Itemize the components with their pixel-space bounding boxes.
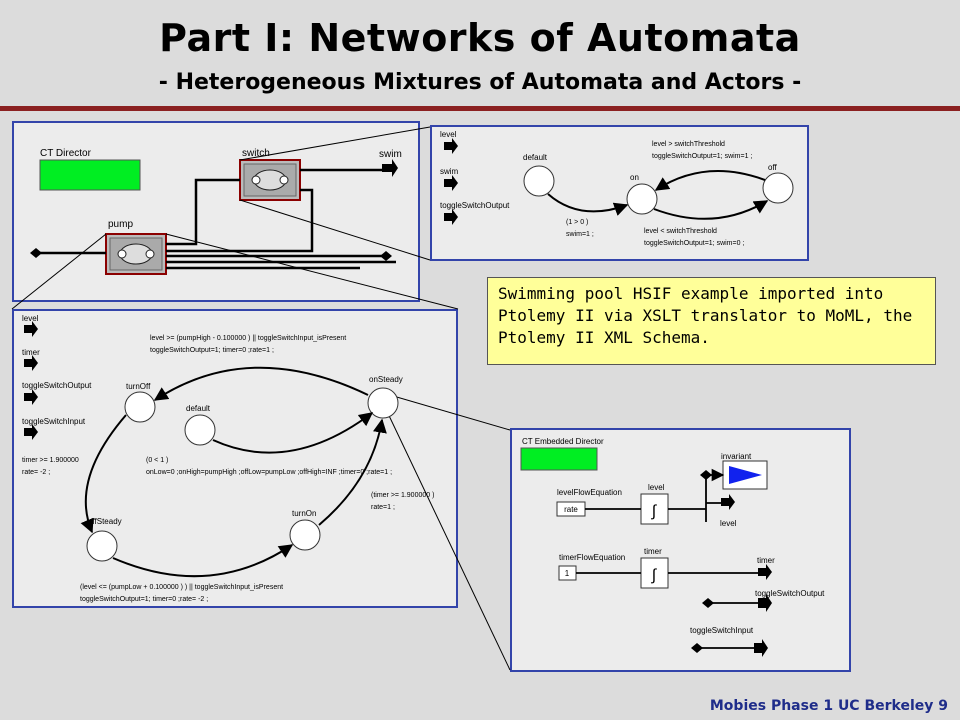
- switch-state-on[interactable]: [626, 183, 658, 215]
- toggle-output-port-icon: [444, 209, 458, 225]
- swim-input-port-icon: [444, 175, 458, 191]
- level-out-port-icon: [721, 494, 735, 510]
- pump-state-onsteady-label: onSteady: [369, 375, 403, 384]
- svg-text:timer: timer: [22, 348, 40, 357]
- timer-out-port-icon: [758, 564, 772, 580]
- svg-text:swim: swim: [440, 167, 459, 176]
- pump-state-default[interactable]: [184, 414, 216, 446]
- level-out-label: level: [720, 519, 737, 528]
- pump-guard-right-1: (timer >= 1.900000 ): [371, 492, 434, 499]
- swim-port-label: swim: [379, 149, 402, 160]
- pump-guard-bottom-2: toggleSwitchOutput=1; timer=0 ;rate= -2 …: [80, 596, 208, 603]
- pump-transitions: [80, 366, 387, 578]
- svg-text:level: level: [440, 130, 457, 139]
- guard-on-1: level < switchThreshold: [644, 228, 717, 235]
- pump-guard-init-2: onLow=0 ;onHigh=pumpHigh ;offLow=pumpLow…: [146, 469, 392, 476]
- timer-integral-icon: ∫: [651, 567, 658, 584]
- title-rule: [0, 106, 960, 111]
- pump-guard-left-1: timer >= 1.900000: [22, 457, 79, 464]
- slide-subtitle: - Heterogeneous Mixtures of Automata and…: [158, 70, 802, 95]
- timer-integrator[interactable]: [640, 557, 669, 589]
- note-box: Swimming pool HSIF example imported into…: [487, 277, 936, 365]
- switch-transitions: [547, 170, 769, 220]
- slide-title: Part I: Networks of Automata: [159, 16, 801, 60]
- pump-guard-left-2: rate= -2 ;: [22, 469, 50, 476]
- pump-actor-label: pump: [108, 219, 133, 230]
- timer-out-label: timer: [757, 556, 775, 565]
- top-model-panel: [12, 121, 420, 302]
- pump-state-turnon[interactable]: [289, 519, 321, 551]
- switch-actor[interactable]: [239, 159, 301, 201]
- pump-timer-port-icon: [24, 355, 38, 371]
- ct-director-label: CT Director: [40, 148, 92, 159]
- toggle-out-diamond-icon: [702, 598, 714, 608]
- top-left-diamond-icon: [30, 248, 42, 258]
- guard-on-2: toggleSwitchOutput=1; swim=0 ;: [644, 240, 744, 247]
- timer-const-label: 1: [565, 569, 570, 578]
- zoom-lines: [11, 126, 511, 671]
- switch-state-off[interactable]: [762, 172, 794, 204]
- embedded-director-block[interactable]: [520, 447, 598, 471]
- state-off-label: off: [768, 163, 778, 172]
- timer-eq-label: timerFlowEquation: [559, 553, 625, 562]
- level-port-icon: [444, 138, 458, 154]
- pump-toggle-input-icon: [24, 424, 38, 440]
- invariant-triangle-icon: [729, 466, 762, 484]
- pump-state-onsteady[interactable]: [367, 387, 399, 419]
- pump-guard-init-1: (0 < 1 ): [146, 457, 168, 464]
- svg-text:toggleSwitchOutput: toggleSwitchOutput: [440, 201, 510, 210]
- guard-init-1: (1 > 0 ): [566, 219, 588, 226]
- pump-actor[interactable]: [105, 233, 167, 275]
- pump-state-offsteady[interactable]: [86, 530, 118, 562]
- pump-toggle-output-icon: [24, 389, 38, 405]
- state-on-label: on: [630, 173, 639, 182]
- embedded-director-label: CT Embedded Director: [522, 437, 604, 446]
- embedded-timer-wires: [576, 572, 758, 649]
- toggle-out-port-icon: [758, 594, 772, 612]
- pump-fsm-panel: [12, 309, 458, 608]
- level-integrator[interactable]: [640, 493, 669, 525]
- toggle-out-label: toggleSwitchOutput: [755, 589, 825, 598]
- pump-fsm-ports: level timer toggleSwitchOutput toggleSwi…: [22, 314, 92, 440]
- pump-state-turnon-label: turnOn: [292, 509, 316, 518]
- pump-state-offsteady-label: offSteady: [88, 517, 122, 526]
- pump-guard-right-2: rate=1 ;: [371, 504, 395, 511]
- pump-state-turnoff[interactable]: [124, 391, 156, 423]
- toggle-in-label: toggleSwitchInput: [690, 626, 754, 635]
- svg-text:toggleSwitchOutput: toggleSwitchOutput: [22, 381, 92, 390]
- footer: Mobies Phase 1 UC Berkeley 9: [709, 698, 948, 714]
- toggle-in-port-icon: [754, 639, 768, 657]
- svg-text:toggleSwitchInput: toggleSwitchInput: [22, 417, 86, 426]
- state-default-label: default: [523, 153, 548, 162]
- switch-fsm-ports: level swim toggleSwitchOutput: [440, 130, 510, 225]
- pump-state-default-label: default: [186, 404, 211, 413]
- level-eq-label: levelFlowEquation: [557, 488, 622, 497]
- top-right-diamond-icon: [380, 251, 392, 261]
- pump-level-port-icon: [24, 321, 38, 337]
- pump-guard-top-2: toggleSwitchOutput=1; timer=0 ;rate=1 ;: [150, 347, 274, 354]
- integral-icon: ∫: [651, 503, 658, 520]
- level-relation-icon: [700, 470, 712, 480]
- pump-guard-bottom-1: (level <= (pumpLow + 0.100000 ) ) || tog…: [80, 584, 283, 591]
- top-model-wires: [36, 168, 396, 270]
- switch-actor-label: switch: [242, 148, 270, 159]
- switch-state-default[interactable]: [523, 165, 555, 197]
- rate-const-label: rate: [564, 505, 578, 514]
- switch-fsm-panel: [430, 125, 809, 261]
- guard-off-1: level > switchThreshold: [652, 141, 725, 148]
- svg-text:level: level: [22, 314, 39, 323]
- pump-state-turnoff-label: turnOff: [126, 382, 151, 391]
- ct-director-block[interactable]: [39, 159, 141, 191]
- guard-off-2: toggleSwitchOutput=1; swim=1 ;: [652, 153, 752, 160]
- swim-port-icon: [382, 159, 398, 177]
- level-int-label: level: [648, 483, 665, 492]
- guard-init-2: swim=1 ;: [566, 231, 594, 238]
- timer-int-label: timer: [644, 547, 662, 556]
- invariant-label: invariant: [721, 452, 752, 461]
- pump-guard-top-1: level >= (pumpHigh - 0.100000 ) || toggl…: [150, 335, 346, 342]
- toggle-in-diamond-icon: [691, 643, 703, 653]
